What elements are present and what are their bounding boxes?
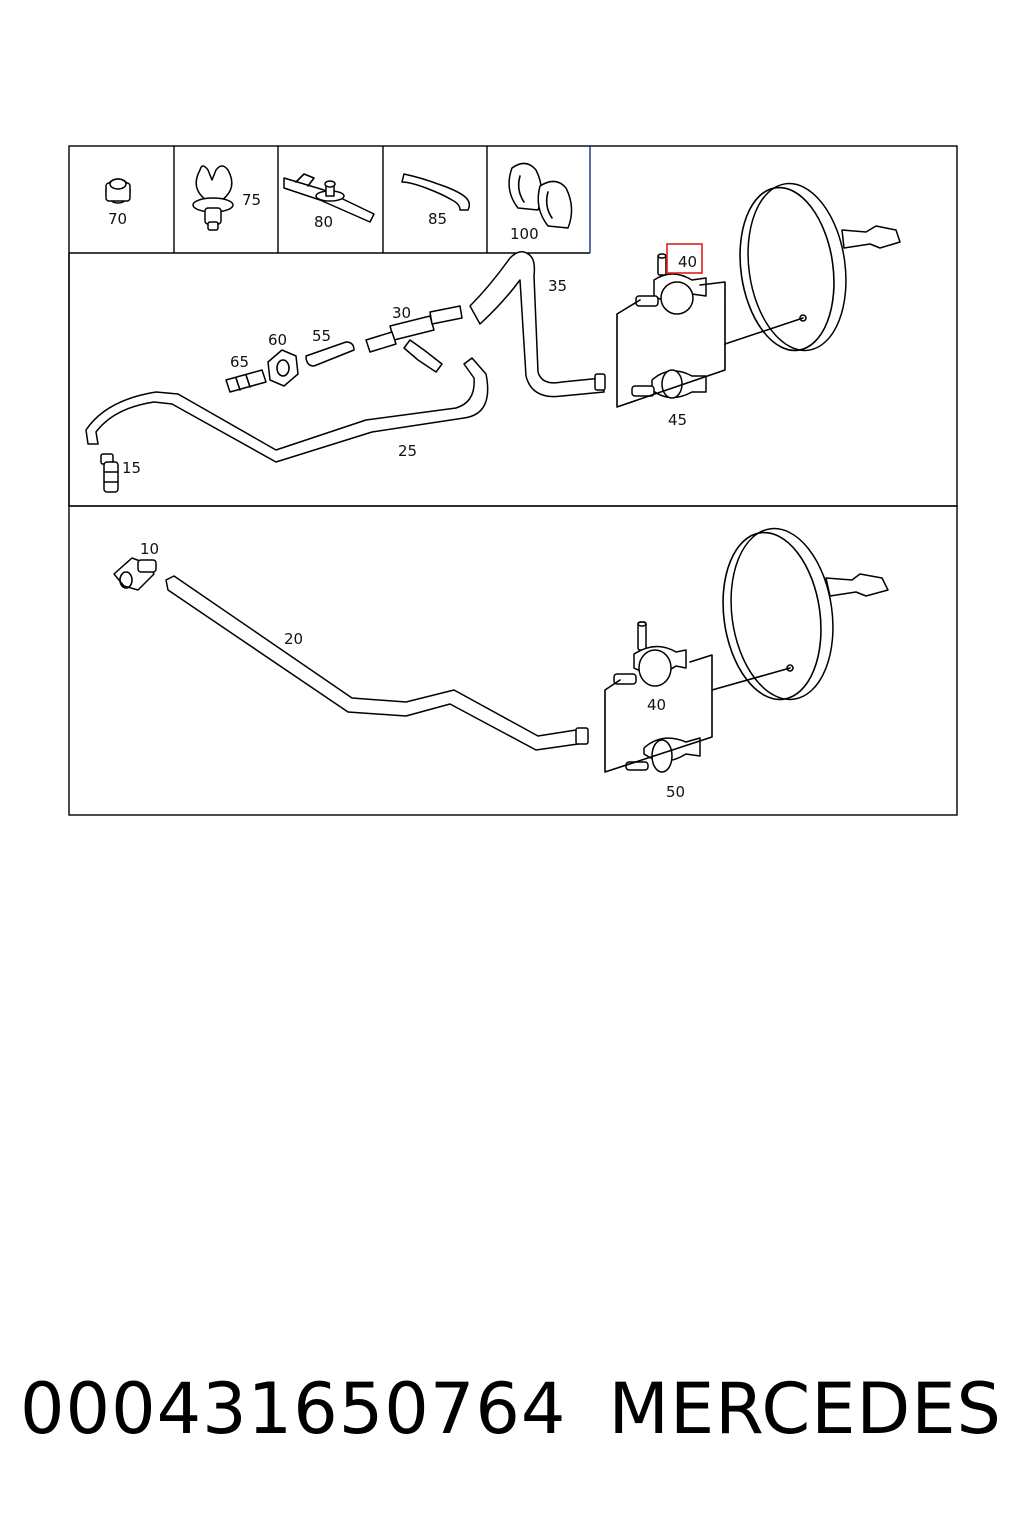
- part-20-hose: [165, 575, 589, 751]
- caption: 000431650764 MERCEDES: [0, 1368, 1024, 1478]
- part-65-fitting: [225, 369, 267, 393]
- leader-bracket-upper: [616, 281, 804, 408]
- label-25: 25: [398, 442, 417, 460]
- part-40-lower: [613, 621, 687, 687]
- label-30: 30: [392, 304, 411, 322]
- label-75: 75: [242, 191, 261, 209]
- part-70-bushing: [105, 178, 131, 204]
- part-25-hose: [85, 357, 489, 463]
- part-15-fitting: [100, 453, 119, 493]
- label-55: 55: [312, 327, 331, 345]
- part-45-valve: [631, 369, 707, 399]
- label-45: 45: [668, 411, 687, 429]
- label-100: 100: [510, 225, 539, 243]
- label-70: 70: [108, 210, 127, 228]
- brake-booster-upper: [739, 182, 901, 352]
- label-85: 85: [428, 210, 447, 228]
- label-80: 80: [314, 213, 333, 231]
- brake-booster-lower: [722, 527, 889, 701]
- brand-name: MERCEDES: [608, 1368, 1002, 1450]
- part-55-sleeve: [305, 341, 355, 367]
- leader-bracket-lower: [604, 654, 791, 773]
- part-50-valve: [625, 737, 701, 773]
- part-100-double-clamp: [508, 162, 573, 229]
- diagram-frames: [68, 145, 958, 816]
- label-40-lower: 40: [647, 696, 666, 714]
- label-60: 60: [268, 331, 287, 349]
- part-30-tee: [365, 305, 463, 373]
- part-75-clip: [192, 165, 234, 231]
- part-40-upper: [635, 253, 707, 315]
- label-50: 50: [666, 783, 685, 801]
- part-60-nut: [267, 349, 299, 387]
- part-number: 000431650764: [20, 1368, 567, 1450]
- part-35-hose: [469, 251, 606, 398]
- part-85-hose: [401, 173, 471, 211]
- label-20: 20: [284, 630, 303, 648]
- part-10-elbow: [113, 557, 157, 591]
- label-15: 15: [122, 459, 141, 477]
- label-35: 35: [548, 277, 567, 295]
- label-10: 10: [140, 540, 159, 558]
- part-80-cable-tie: [283, 173, 375, 223]
- label-40-upper: 40: [678, 253, 697, 271]
- highlight-box-40: [666, 243, 703, 274]
- label-65: 65: [230, 353, 249, 371]
